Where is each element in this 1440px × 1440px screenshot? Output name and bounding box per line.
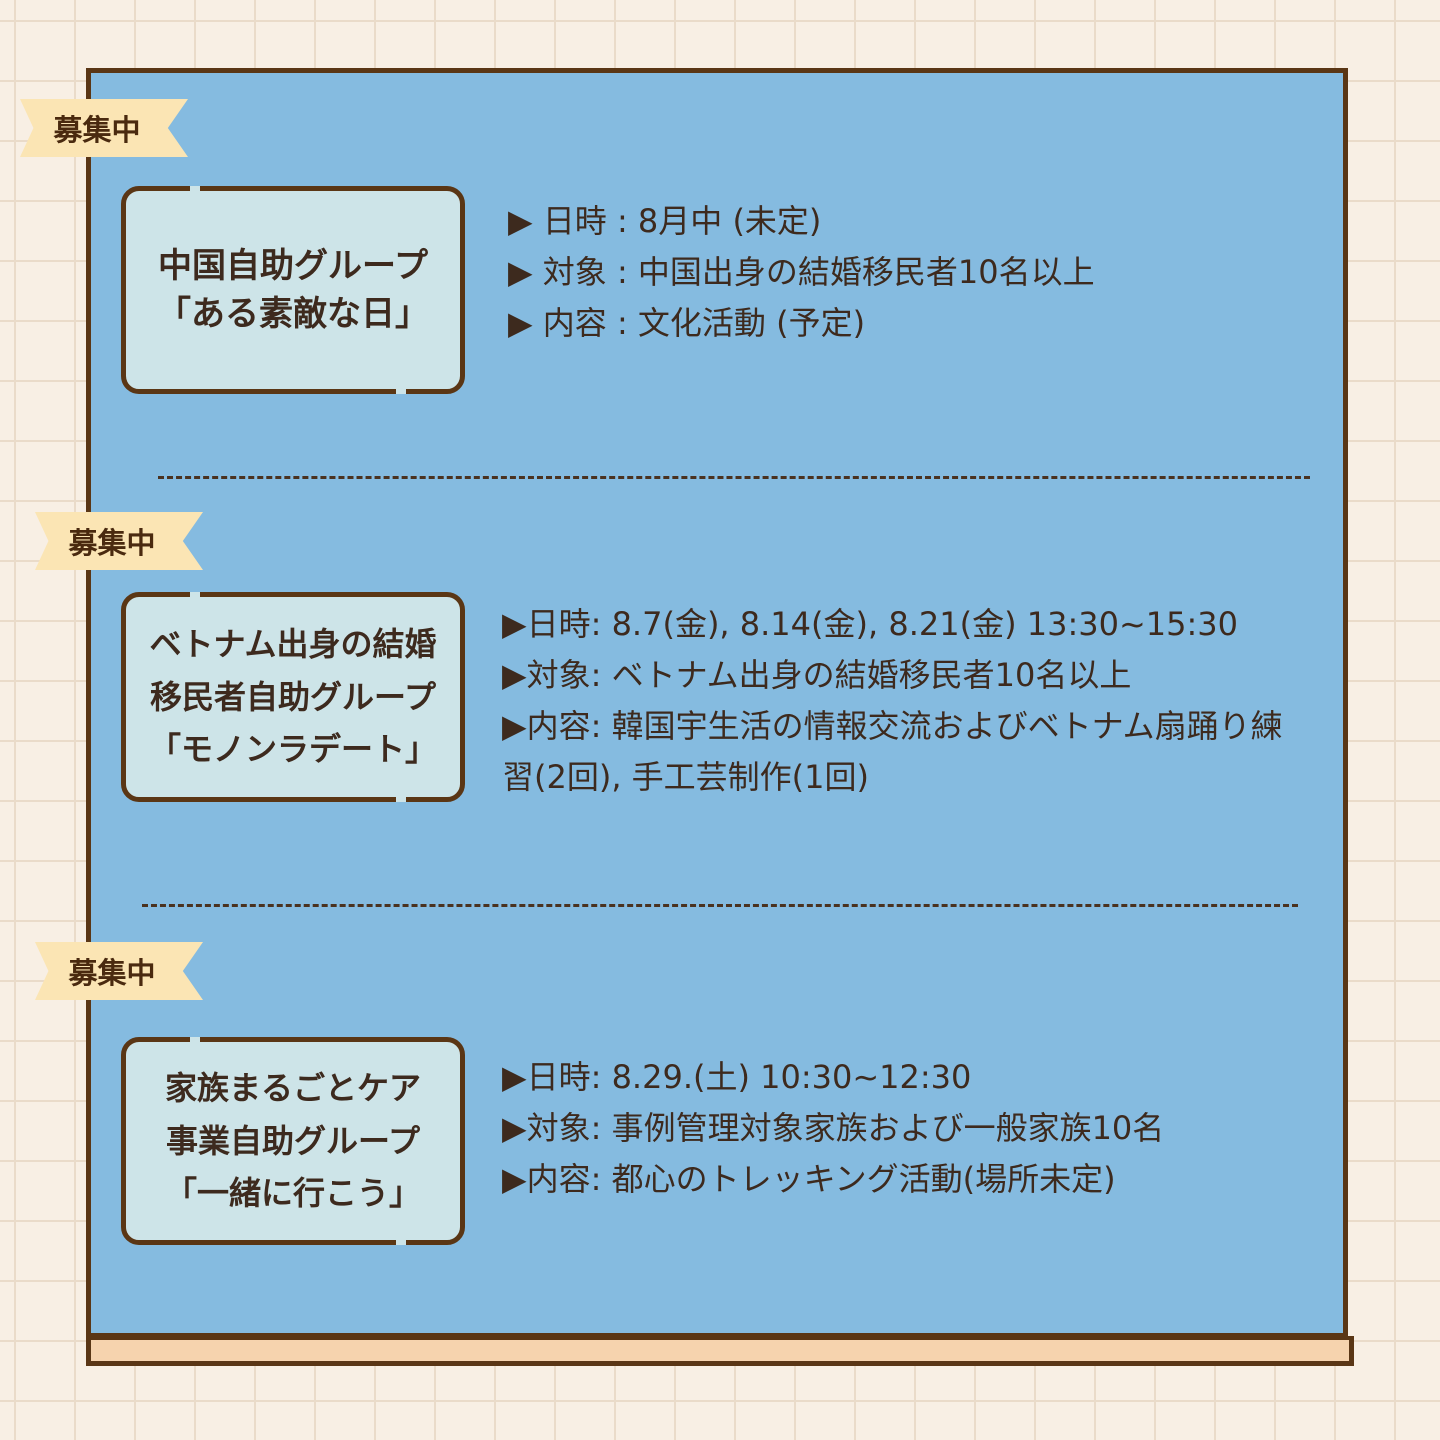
- section-divider: [158, 476, 1310, 479]
- detail-content: ▶内容: 都心のトレッキング活動(場所未定): [502, 1160, 1116, 1198]
- group-title-line: 「ある素敵な日」: [157, 294, 429, 334]
- recruiting-badge: 募集中: [35, 942, 203, 1000]
- group-title-line: 中国自助グループ: [158, 245, 428, 286]
- group-title: 中国自助グループ 「ある素敵な日」: [157, 242, 429, 339]
- group-title-card: 家族まるごとケア 事業自助グループ 「一緒に行こう」: [121, 1037, 465, 1245]
- group-title-line: ベトナム出身の結婚: [149, 624, 437, 663]
- group-title-line: 「モノンラデート」: [148, 730, 437, 769]
- recruiting-badge: 募集中: [20, 99, 188, 157]
- group-title: ベトナム出身の結婚 移民者自助グループ 「モノンラデート」: [149, 618, 437, 776]
- group-details: ▶日時: 8.7(金), 8.14(金), 8.21(金) 13:30~15:3…: [502, 599, 1314, 803]
- group-title-line: 事業自助グループ: [165, 1121, 421, 1160]
- recruiting-badge: 募集中: [35, 512, 203, 570]
- detail-schedule: ▶日時: 8.29.(土) 10:30~12:30: [502, 1058, 972, 1096]
- group-details: ▶ 日時 : 8月中 (未定) ▶ 対象 : 中国出身の結婚移民者10名以上 ▶…: [508, 196, 1095, 349]
- group-title-card: ベトナム出身の結婚 移民者自助グループ 「モノンラデート」: [121, 592, 465, 802]
- detail-target: ▶ 対象 : 中国出身の結婚移民者10名以上: [508, 253, 1095, 291]
- group-title-line: 移民者自助グループ: [149, 677, 437, 716]
- group-title-line: 家族まるごとケア: [164, 1068, 421, 1107]
- group-title-line: 「一緒に行こう」: [164, 1174, 421, 1213]
- board-base: [86, 1336, 1354, 1366]
- detail-schedule: ▶ 日時 : 8月中 (未定): [508, 202, 822, 240]
- recruiting-badge-label: 募集中: [68, 526, 156, 560]
- detail-schedule: ▶日時: 8.7(金), 8.14(金), 8.21(金) 13:30~15:3…: [502, 605, 1238, 643]
- recruiting-badge-label: 募集中: [68, 956, 156, 990]
- group-title: 家族まるごとケア 事業自助グループ 「一緒に行こう」: [165, 1062, 421, 1220]
- group-details: ▶日時: 8.29.(土) 10:30~12:30 ▶対象: 事例管理対象家族お…: [502, 1052, 1164, 1205]
- detail-content: ▶ 内容 : 文化活動 (予定): [508, 304, 866, 342]
- group-title-card: 中国自助グループ 「ある素敵な日」: [121, 186, 465, 394]
- detail-target: ▶対象: ベトナム出身の結婚移民者10名以上: [502, 656, 1132, 694]
- recruiting-badge-label: 募集中: [53, 113, 141, 147]
- section-divider: [142, 904, 1298, 907]
- detail-content: ▶内容: 韓国宇生活の情報交流およびベトナム扇踊り練習(2回), 手工芸制作(1…: [502, 707, 1283, 796]
- detail-target: ▶対象: 事例管理対象家族および一般家族10名: [502, 1109, 1165, 1147]
